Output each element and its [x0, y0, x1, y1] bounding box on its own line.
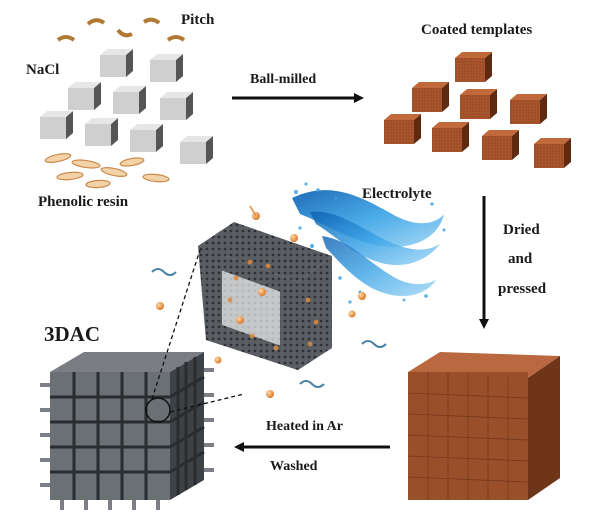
- nacl-cube-icon: [85, 118, 118, 146]
- label-ball-milled: Ball-milled: [250, 72, 317, 87]
- label-coated-templates: Coated templates: [421, 22, 533, 38]
- label-pitch: Pitch: [181, 12, 215, 28]
- label-and: and: [508, 251, 533, 267]
- nacl-cube-icon: [68, 82, 101, 110]
- solvent-wave-icon: [299, 380, 325, 388]
- ion-sphere-icon: [156, 302, 164, 310]
- pressed-block-icon: [407, 352, 560, 500]
- pitch-flake-icon: [86, 18, 106, 26]
- pitch-flake-icon: [142, 17, 161, 25]
- phenolic-resin-ellipse-icon: [44, 153, 72, 163]
- coated-templates: [384, 52, 571, 168]
- label-dried: Dried: [503, 222, 540, 238]
- phenolic-resin-group: [44, 153, 170, 189]
- coated-template-cube-icon: [534, 138, 571, 168]
- phenolic-resin-ellipse-icon: [85, 179, 111, 189]
- nacl-cube-icon: [150, 54, 183, 82]
- zoom-connector-lower: [169, 393, 245, 413]
- pitch-group: [56, 17, 186, 42]
- label-nacl: NaCl: [26, 62, 60, 78]
- solvent-wave-icon: [361, 340, 387, 348]
- phenolic-resin-ellipse-icon: [56, 171, 84, 181]
- ion-sphere-icon: [258, 288, 266, 296]
- solvent-wave-icon: [151, 268, 177, 276]
- ion-sphere-icon: [348, 310, 356, 318]
- 3dac-cube-icon: [40, 352, 214, 510]
- zoom-circle: [145, 397, 171, 423]
- coated-template-cube-icon: [432, 122, 469, 152]
- ion-sphere-icon: [214, 356, 222, 364]
- ion-sphere-icon: [358, 292, 366, 300]
- coated-template-cube-icon: [412, 82, 449, 112]
- label-electrolyte: Electrolyte: [362, 186, 432, 202]
- label-pressed: pressed: [498, 281, 547, 297]
- phenolic-resin-ellipse-icon: [142, 173, 170, 183]
- ion-sphere-icon: [266, 390, 274, 398]
- nacl-cube-icon: [130, 124, 163, 152]
- nacl-cube-icon: [160, 92, 193, 120]
- nacl-cube-icon: [40, 111, 73, 139]
- label-heated-in-ar: Heated in Ar: [266, 419, 343, 434]
- nacl-cube-icon: [113, 86, 146, 114]
- pitch-flake-icon: [166, 35, 186, 42]
- ion-sphere-icon: [236, 316, 244, 324]
- ion-sphere-icon: [290, 234, 298, 242]
- coated-template-cube-icon: [510, 94, 547, 124]
- label-phenolic-resin: Phenolic resin: [38, 194, 129, 210]
- phenolic-resin-ellipse-icon: [119, 157, 145, 167]
- nacl-cube-icon: [180, 136, 213, 164]
- coated-template-cube-icon: [482, 130, 519, 160]
- label-3dac: 3DAC: [44, 322, 100, 346]
- zoom-connector-upper: [151, 249, 201, 400]
- carbon-framework-icon: [198, 222, 332, 370]
- phenolic-resin-ellipse-icon: [100, 167, 128, 177]
- coated-template-cube-icon: [460, 89, 497, 119]
- nacl-cube-icon: [100, 49, 133, 77]
- phenolic-resin-ellipse-icon: [71, 159, 101, 169]
- ions: [151, 205, 387, 398]
- coated-template-cube-icon: [384, 114, 421, 144]
- pitch-flake-icon: [56, 35, 76, 42]
- pitch-flake-icon: [116, 28, 133, 38]
- coated-template-cube-icon: [455, 52, 492, 82]
- label-washed: Washed: [270, 459, 318, 474]
- nacl-cubes: [40, 49, 213, 164]
